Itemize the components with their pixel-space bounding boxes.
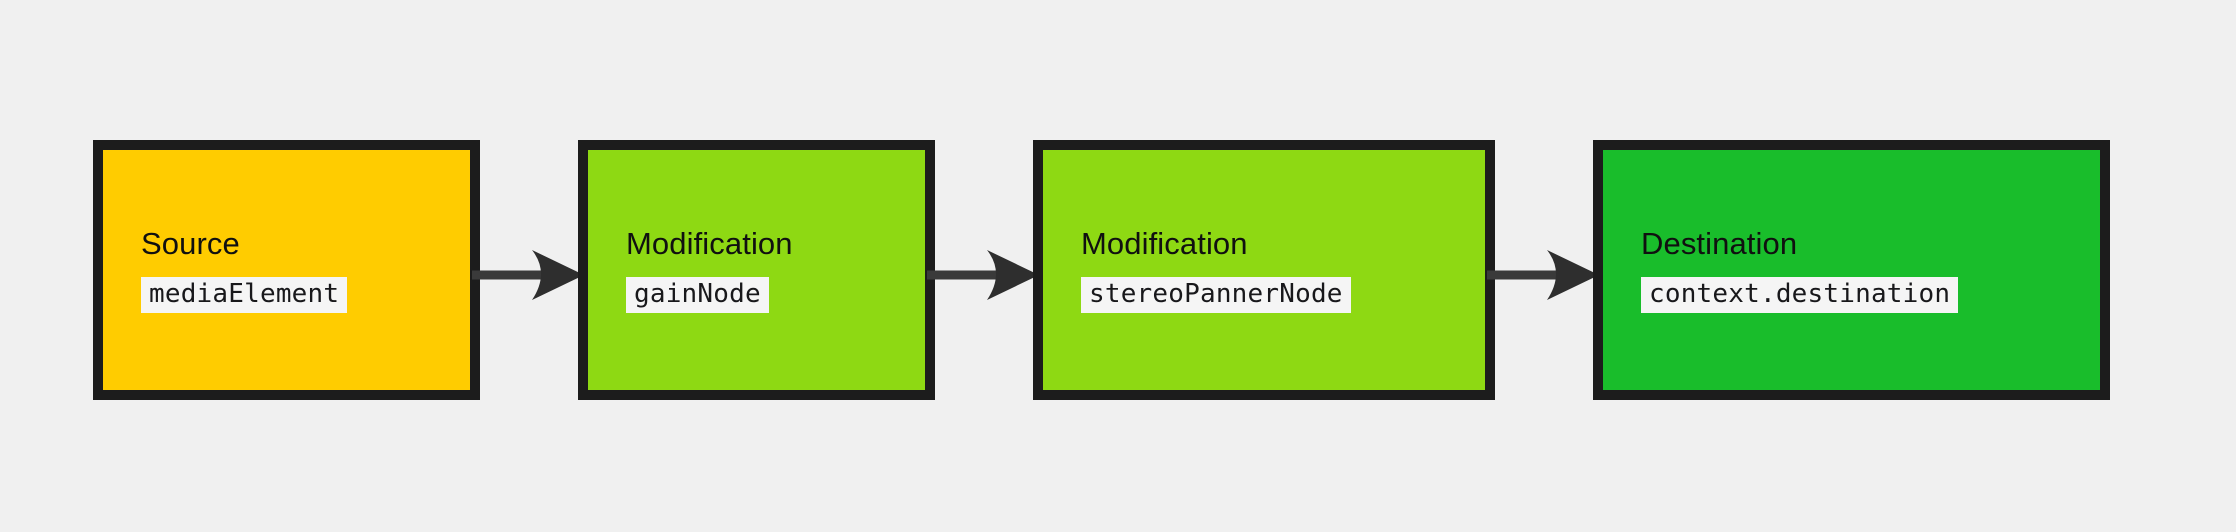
node-title: Source xyxy=(141,225,240,261)
node-source[interactable]: Source mediaElement xyxy=(93,140,480,400)
node-title: Modification xyxy=(1081,225,1248,261)
node-destination[interactable]: Destination context.destination xyxy=(1593,140,2110,400)
arrow-icon xyxy=(472,250,584,300)
arrow-icon xyxy=(1487,250,1599,300)
edge-panner-to-destination xyxy=(1485,240,1603,310)
node-code-badge: context.destination xyxy=(1641,276,1959,314)
node-modification-panner[interactable]: Modification stereoPannerNode xyxy=(1033,140,1495,400)
edge-gain-to-panner xyxy=(925,240,1043,310)
node-code-badge: mediaElement xyxy=(141,276,348,314)
node-modification-gain[interactable]: Modification gainNode xyxy=(578,140,935,400)
node-code-badge: gainNode xyxy=(626,276,769,314)
node-title: Destination xyxy=(1641,225,1798,261)
node-code-badge: stereoPannerNode xyxy=(1081,276,1351,314)
node-title: Modification xyxy=(626,225,793,261)
arrow-icon xyxy=(927,250,1039,300)
edge-source-to-gain xyxy=(470,240,588,310)
